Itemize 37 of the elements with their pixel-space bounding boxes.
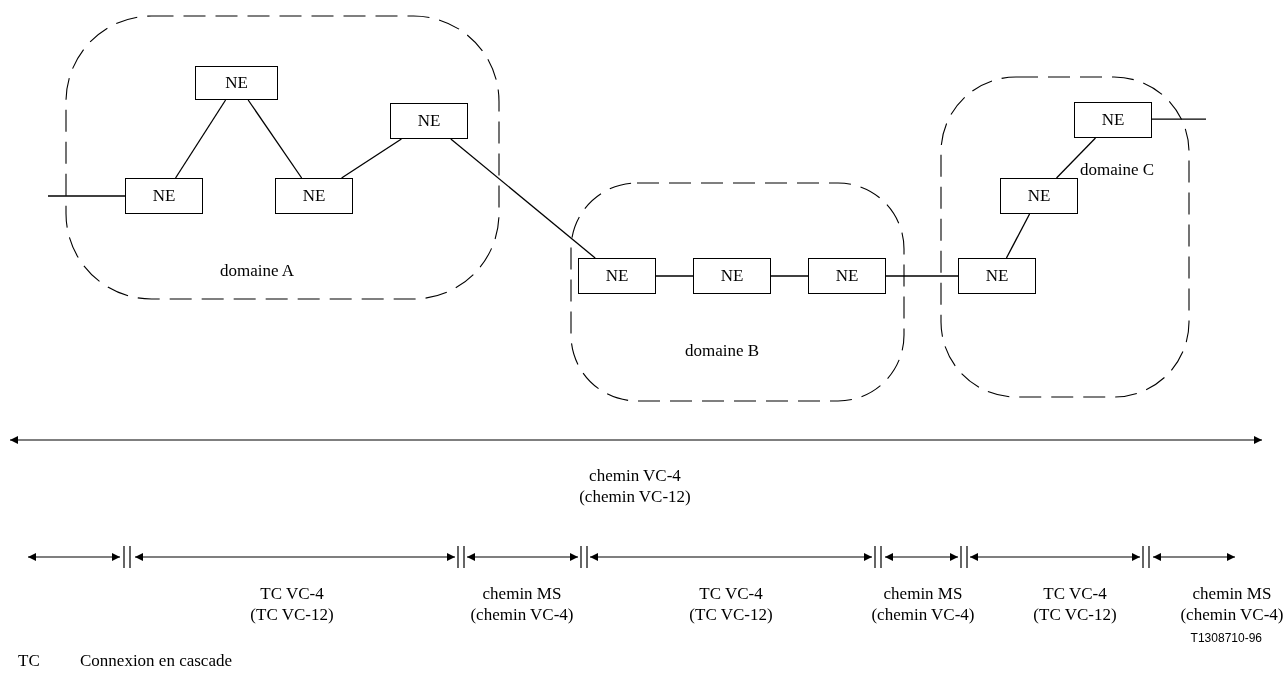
connection-line (1055, 137, 1097, 179)
connection-line (1151, 118, 1207, 120)
network-element-box: NE (578, 258, 656, 294)
abbreviation: TC (18, 650, 40, 671)
path-span-label: chemin MS (chemin VC-4) (1179, 583, 1285, 625)
connection-line (655, 275, 694, 277)
network-element-box: NE (390, 103, 468, 139)
figure-number: T1308710-96 (1190, 630, 1262, 647)
network-element-box: NE (1074, 102, 1152, 138)
network-element-box: NE (1000, 178, 1078, 214)
connection-line (1005, 213, 1031, 259)
network-element-box: NE (275, 178, 353, 214)
network-element-box: NE (693, 258, 771, 294)
dashed-domain-outline (940, 76, 1190, 398)
network-element-box: NE (195, 66, 278, 100)
connection-line (247, 99, 303, 179)
domain-label: domaine A (220, 260, 295, 281)
connection-line (47, 195, 126, 197)
connection-line (174, 99, 227, 179)
domain-label: domaine B (685, 340, 760, 361)
path-span-label: TC VC-4 (TC VC-12) (688, 583, 774, 625)
connection-line (885, 275, 959, 277)
connection-line (340, 138, 403, 179)
path-span-label: chemin MS (chemin VC-4) (469, 583, 575, 625)
dashed-domain-outline (65, 15, 500, 300)
domain-label: domaine C (1080, 159, 1155, 180)
network-element-box: NE (808, 258, 886, 294)
connection-line (770, 275, 809, 277)
network-element-box: NE (125, 178, 203, 214)
path-span-label: TC VC-4 (TC VC-12) (1032, 583, 1118, 625)
network-element-box: NE (958, 258, 1036, 294)
connection-line (450, 138, 596, 259)
dashed-domain-outline (570, 182, 905, 402)
path-span-label: chemin MS (chemin VC-4) (870, 583, 976, 625)
path-span-label: chemin VC-4 (chemin VC-12) (578, 465, 692, 507)
path-span-label: TC VC-4 (TC VC-12) (249, 583, 335, 625)
abbreviation-definition: Connexion en cascade (80, 650, 232, 671)
